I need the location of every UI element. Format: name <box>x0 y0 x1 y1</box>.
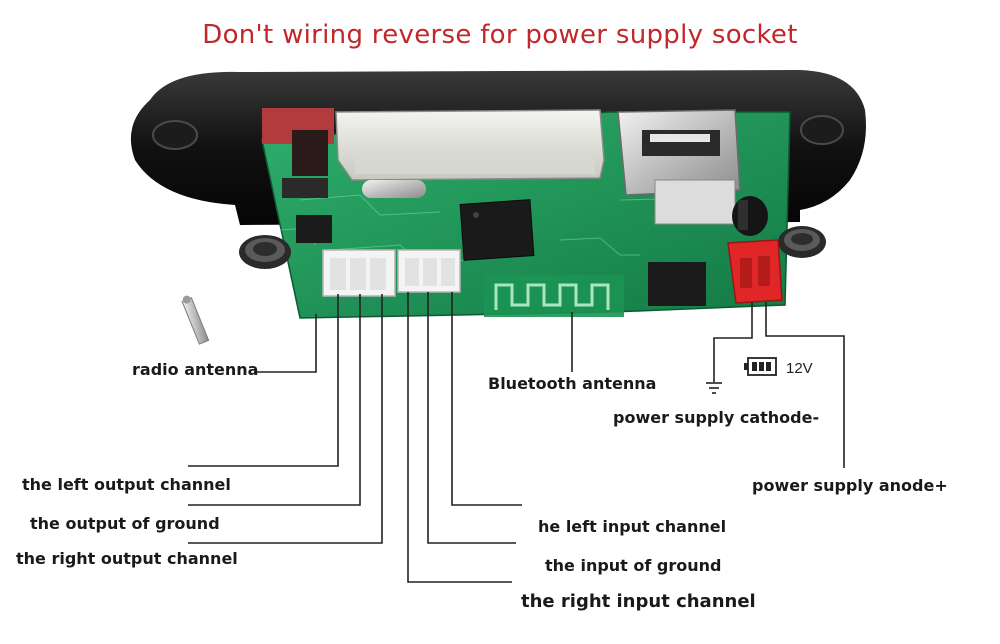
bluetooth-trace <box>484 275 624 317</box>
label-output-ground: the output of ground <box>30 514 220 533</box>
chip-small-right <box>648 262 706 306</box>
leader-radio-antenna <box>254 314 317 373</box>
label-voltage: 12V <box>786 360 813 377</box>
leader-right-output <box>188 294 383 544</box>
leader-cathode <box>713 302 753 382</box>
screw-post-right <box>778 226 826 258</box>
sd-slot <box>654 179 736 225</box>
leader-input-ground <box>427 292 516 544</box>
battery-icon <box>744 357 777 376</box>
label-bluetooth-antenna: Bluetooth antenna <box>488 374 657 393</box>
label-right-input: the right input channel <box>521 591 756 612</box>
leader-output-ground <box>188 294 361 506</box>
usb-port-icon <box>617 109 741 196</box>
bezel-hole-right <box>800 115 844 145</box>
antenna-rod-icon <box>181 295 210 345</box>
ground-icon <box>706 382 722 394</box>
chip-icon <box>459 199 535 261</box>
leader-left-output <box>188 294 339 467</box>
label-anode: power supply anode+ <box>752 476 948 495</box>
label-input-ground: the input of ground <box>545 556 722 575</box>
power-socket-icon <box>727 239 783 304</box>
label-right-output: the right output channel <box>16 549 238 568</box>
crystal <box>362 180 426 198</box>
screw-post-left <box>239 235 291 269</box>
label-left-input: he left input channel <box>538 517 727 536</box>
mp3-module <box>130 70 866 319</box>
chip-small-left <box>296 215 332 243</box>
label-left-output: the left output channel <box>22 475 231 494</box>
leader-left-input <box>451 292 522 506</box>
output-connector <box>322 249 396 297</box>
input-connector <box>397 249 461 293</box>
capacitor <box>732 196 768 236</box>
leader-right-input <box>407 292 512 583</box>
label-radio-antenna: radio antenna <box>132 360 259 379</box>
warning-title: Don't wiring reverse for power supply so… <box>202 20 798 50</box>
leader-anode <box>765 302 845 468</box>
label-cathode: power supply cathode- <box>613 408 820 427</box>
bezel-hole-left <box>152 120 198 150</box>
